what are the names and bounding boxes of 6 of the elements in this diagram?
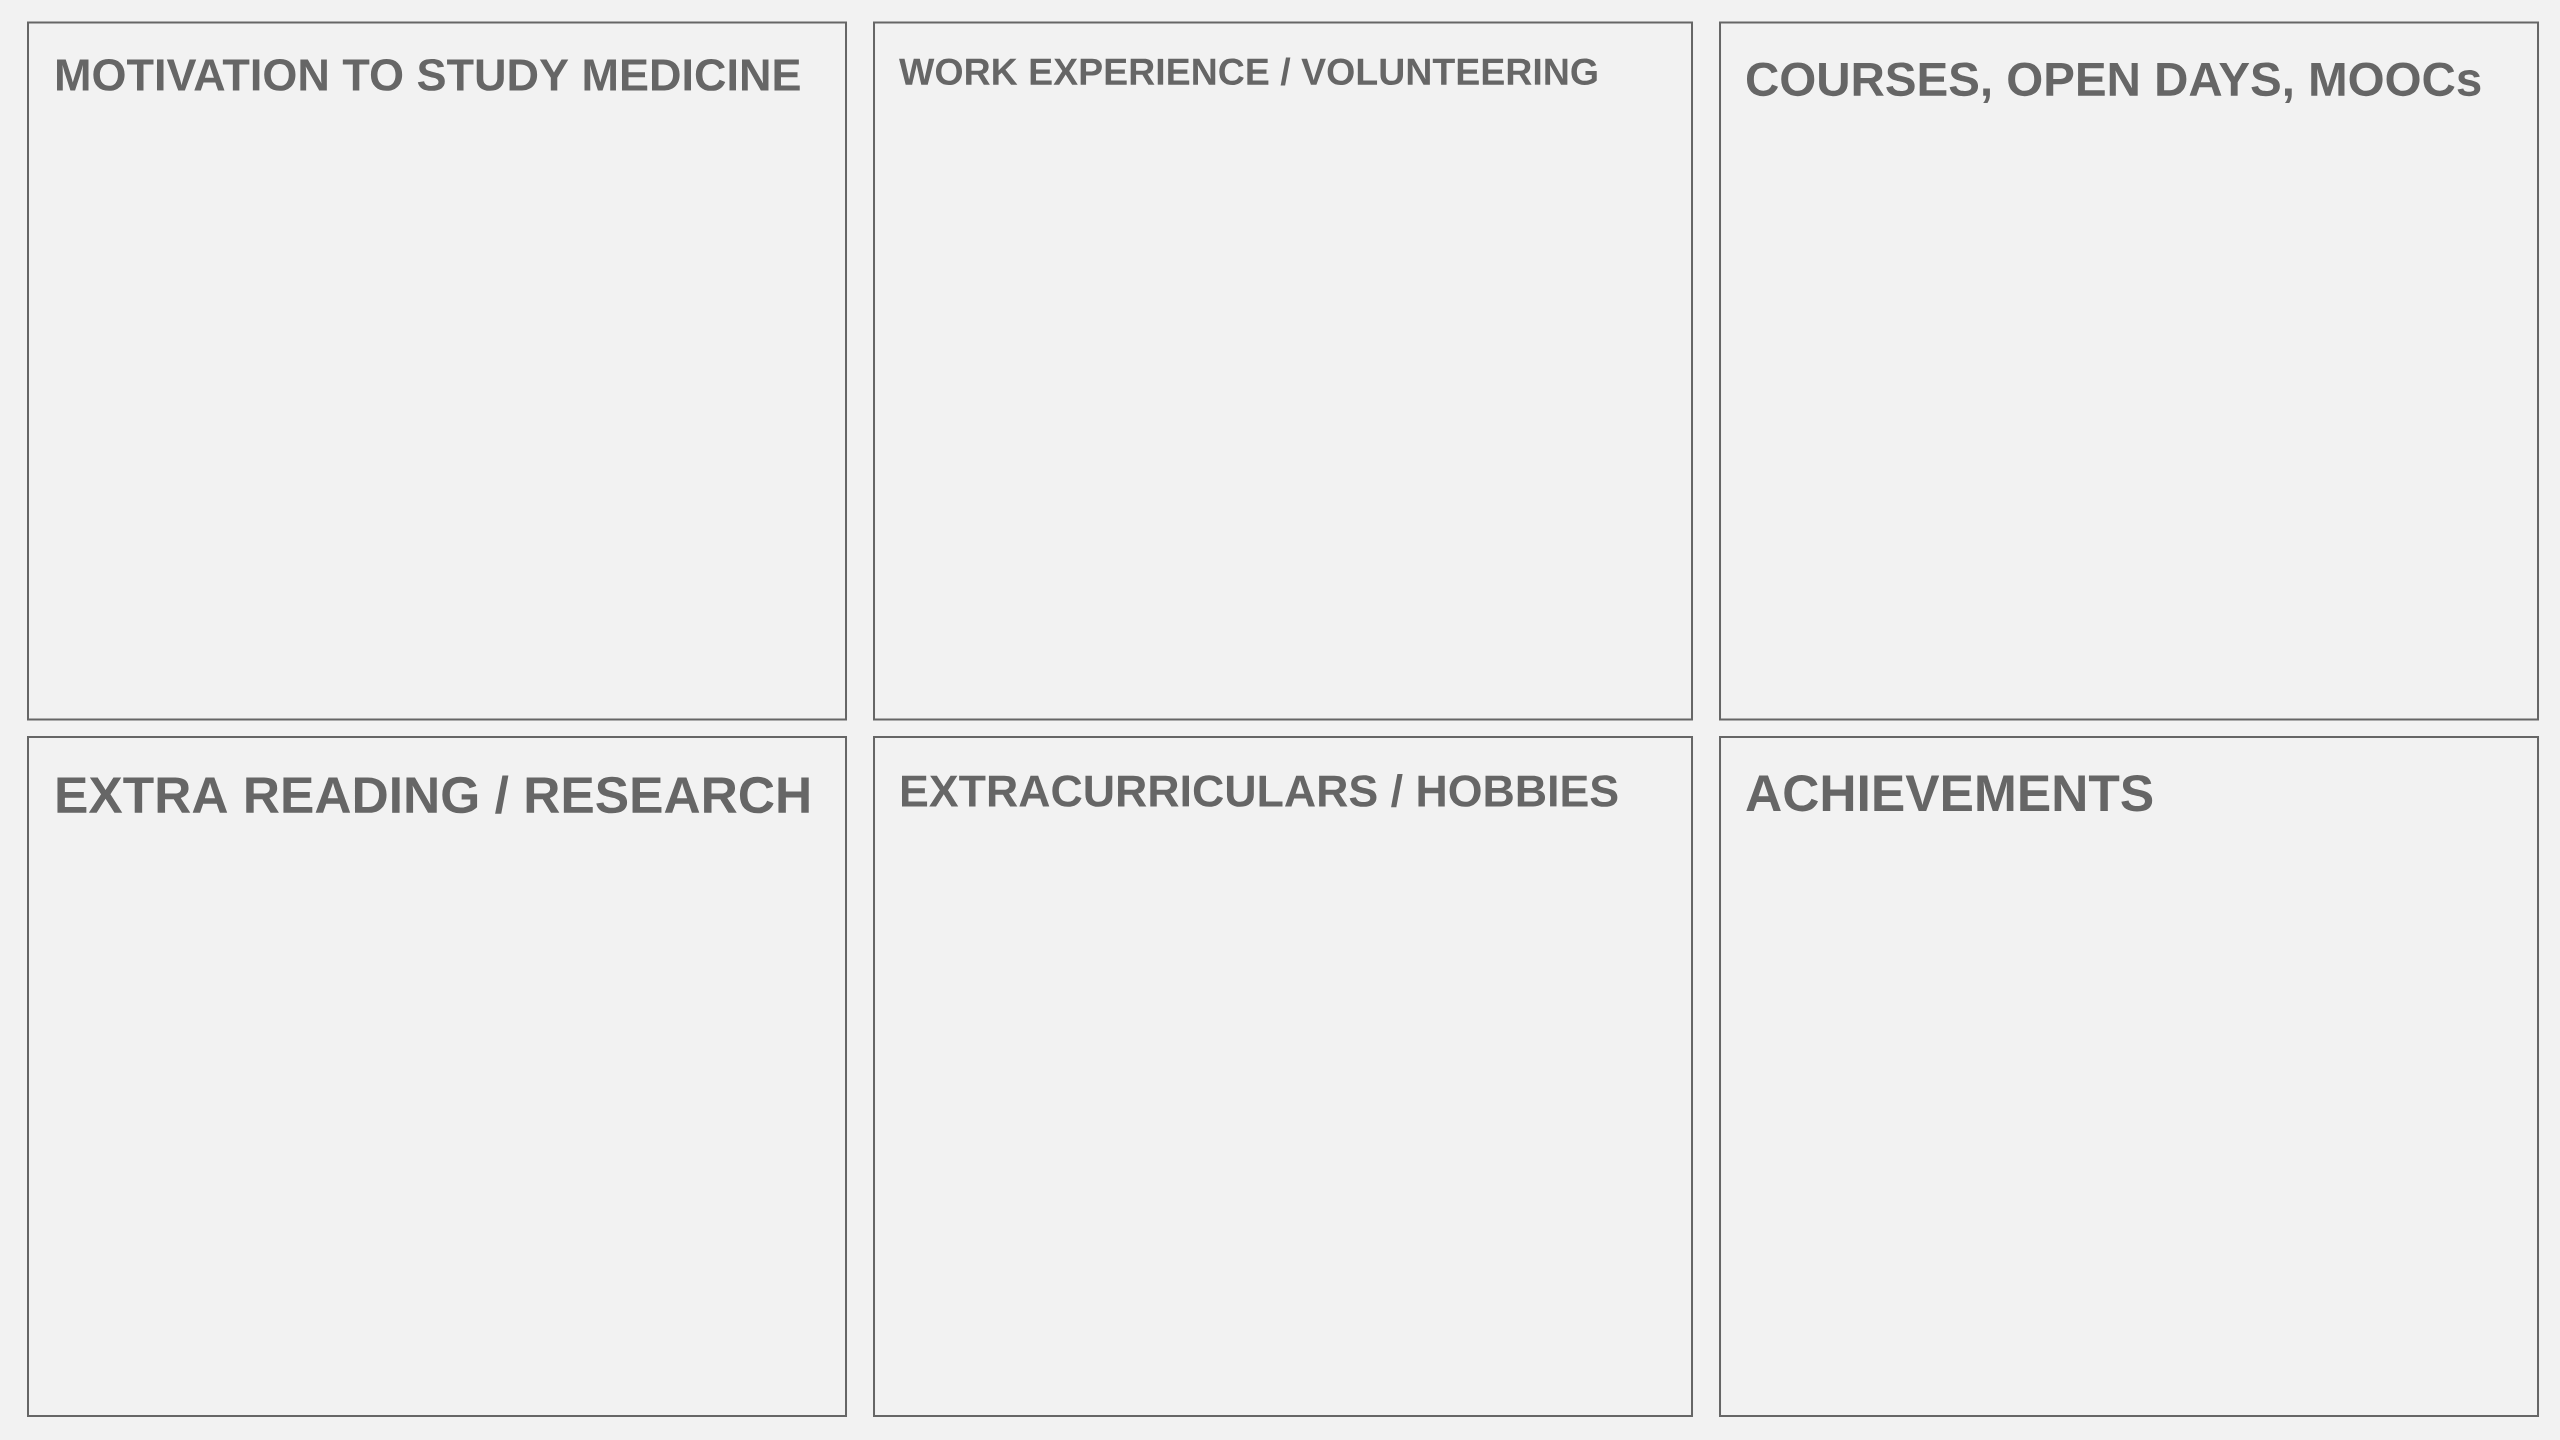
section-box: WORK EXPERIENCE / VOLUNTEERING bbox=[873, 21, 1693, 721]
section-box: EXTRA READING / RESEARCH bbox=[27, 736, 847, 1417]
section-box: MOTIVATION TO STUDY MEDICINE bbox=[27, 21, 847, 721]
section-box: EXTRACURRICULARS / HOBBIES bbox=[873, 736, 1693, 1417]
section-box: ACHIEVEMENTS bbox=[1719, 736, 2539, 1417]
section-box: COURSES, OPEN DAYS, MOOCs bbox=[1719, 21, 2539, 721]
